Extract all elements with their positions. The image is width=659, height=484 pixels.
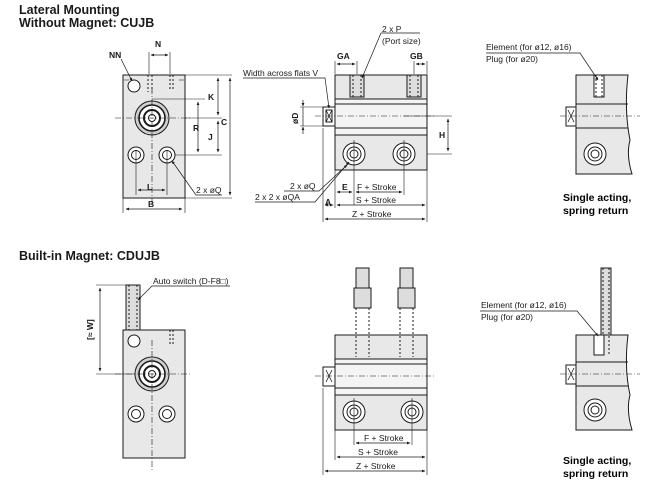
detail-view-magnet [480,267,640,431]
label-h: H [439,130,445,140]
label-e: E [342,182,348,192]
label-port: 2 x P [382,24,402,34]
front-body [122,74,186,199]
front-view-magnet [96,284,230,470]
side-view [243,32,452,222]
nn-thread-hole [127,79,141,93]
label-hole-q: 2 x øQ [196,185,222,195]
label-s-stroke-2: S + Stroke [358,447,398,457]
label-s-stroke: S + Stroke [356,195,396,205]
label-n: N [155,39,161,49]
label-auto-switch: Auto switch (D-F8□) [153,276,229,286]
label-j: J [208,132,213,142]
label-k: K [208,92,215,102]
section-title: Lateral Mounting [19,3,120,17]
label-z-stroke-2: Z + Stroke [356,461,396,471]
label-gb: GB [410,51,423,61]
label-element: Element (for ø12, ø16) [486,42,572,52]
caption-line2: spring return [563,205,628,217]
label-l: L [147,182,152,192]
label-q2: 2 x øQ [290,181,316,191]
label-plug-2: Plug (for ø20) [481,312,533,322]
detail-view [486,52,640,175]
side-view-magnet [315,267,435,475]
label-f-stroke-2: F + Stroke [364,433,404,443]
label-port-size: (Port size) [382,36,421,46]
port-right [406,74,422,98]
label-r: R [193,123,199,133]
label-f-stroke: F + Stroke [357,182,397,192]
label-z-stroke: Z + Stroke [352,209,392,219]
label-element-2: Element (for ø12, ø16) [481,300,567,310]
caption2-line1: Single acting, [563,455,631,467]
caption-line1: Single acting, [563,192,631,204]
label-plug: Plug (for ø20) [486,54,538,64]
section-subtitle: Without Magnet: CUJB [19,16,155,30]
label-ga: GA [337,51,350,61]
section2-title: Built-in Magnet: CDUJB [19,249,160,263]
label-nn: NN [109,50,121,60]
auto-switch [125,284,141,331]
label-od: øD [290,113,300,124]
label-b: B [148,199,154,209]
front-view [115,52,232,213]
label-qa: 2 x 2 x øQA [255,192,300,202]
label-width-flats: Width across flats V [243,68,318,78]
label-a: A [325,197,331,207]
port-left [349,74,365,98]
label-c: C [221,117,227,127]
caption2-line2: spring return [563,468,628,480]
label-w: [≈ W] [85,319,95,340]
